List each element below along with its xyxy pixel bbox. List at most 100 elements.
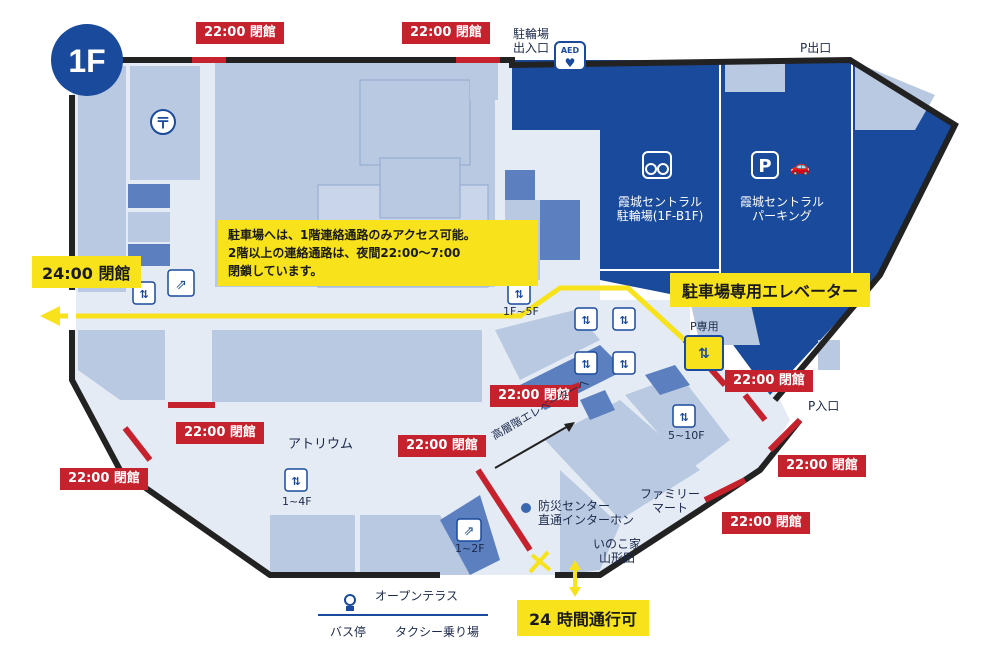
escalator-1-2f-label: 1~2F: [455, 542, 485, 555]
bicycle-icon: [642, 151, 672, 179]
parking-block: [690, 300, 760, 345]
shop-block: [128, 184, 170, 208]
shop-block: [78, 330, 165, 400]
post-office-icon: [150, 109, 176, 135]
shop-block: [470, 60, 498, 100]
svg-text:⇅: ⇅: [619, 314, 628, 327]
closing-door: [767, 417, 803, 453]
family-mart-line-2: マート: [651, 500, 688, 515]
shop-block: [212, 330, 482, 402]
shop-block: [545, 400, 700, 520]
elevator-5-10f-label: 5~10F: [668, 429, 705, 442]
closing-tag-elevator: 22:00 閉館: [725, 370, 813, 392]
building-outline: [120, 56, 959, 402]
parking-label: 霞城セントラル パーキング: [732, 195, 832, 224]
family-mart-label: ファミリー マート: [630, 487, 710, 516]
floor-badge: [51, 24, 123, 96]
svg-text:⇅: ⇅: [581, 314, 590, 327]
heart-icon: ♥: [565, 56, 576, 70]
notice-line-2: 2階以上の連絡通路は、夜間22:00〜7:00: [228, 246, 461, 260]
closing-tag-2400: 24:00 閉館: [32, 256, 141, 288]
escalator-glyph: ⇗: [175, 277, 187, 293]
disaster-center-dot: [521, 503, 531, 513]
open-24h-label: 24 時間通行可: [517, 600, 649, 636]
building-outline: [555, 418, 803, 578]
closing-tag-top-center: 22:00 閉館: [402, 22, 490, 44]
parking-elevator-icon: [684, 335, 724, 371]
open-passage-arrow: [569, 560, 581, 570]
closing-door: [475, 468, 533, 552]
bus-stop-label: バス停: [330, 625, 367, 639]
walkway-route: [60, 285, 692, 347]
notice-line-1: 駐車場へは、1階連絡通路のみアクセス可能。: [228, 228, 476, 242]
parking-icon: [751, 151, 779, 179]
disaster-center-label: 防災センター 直通インターホン: [538, 499, 635, 528]
bike-parking-line-1: 霞城セントラル: [617, 195, 702, 209]
aed-icon: [554, 41, 586, 71]
bicycle-wheel: [657, 163, 669, 175]
disaster-line-1: 防災センター: [538, 499, 611, 513]
bus-stop-icon: [344, 594, 356, 606]
parking-elevator-label: 駐車場専用エレベーター: [670, 273, 871, 307]
walkway-arrowhead: [40, 306, 60, 326]
closing-door: [742, 393, 768, 422]
parking-symbol: P: [758, 156, 771, 177]
open-passage-arrow: [530, 553, 552, 572]
closing-tag-mid: 22:00 閉館: [490, 385, 578, 407]
closing-tag-center: 22:00 閉館: [398, 435, 486, 457]
shop-block: [360, 515, 470, 575]
closing-door: [703, 477, 747, 503]
shop-block: [540, 200, 580, 260]
elevator-1-4f-label: 1~4F: [282, 495, 312, 508]
bike-entrance-line-2: 出入口: [513, 40, 550, 55]
shop-block: [359, 79, 471, 166]
closing-tag-p-entrance: 22:00 閉館: [778, 455, 866, 477]
closing-door: [122, 426, 153, 462]
svg-text:⇅: ⇅: [679, 411, 688, 424]
floor-badge-text: 1F: [68, 43, 105, 79]
svg-text:⇅: ⇅: [619, 358, 628, 371]
open-passage-arrow: [569, 587, 581, 597]
escalator-icon: [167, 269, 195, 297]
family-mart-line-1: ファミリー: [639, 487, 700, 501]
high-elevator-arrow: [564, 422, 575, 432]
closing-tag-atrium: 22:00 閉館: [176, 422, 264, 444]
car-icon: 🚗: [790, 157, 810, 176]
escalator-icon: [456, 518, 482, 542]
open-terrace-label: オープンテラス: [375, 589, 459, 603]
high-elevator-arrow: [494, 424, 571, 469]
shop-block: [128, 212, 170, 242]
bike-parking-label: 霞城セントラル 駐輪場(1F-B1F): [610, 195, 710, 224]
taxi-label: タクシー乗り場: [395, 625, 480, 639]
bicycle-wheel: [645, 163, 657, 175]
shop-block: [505, 170, 535, 200]
p-entrance-label: P入口: [808, 399, 840, 413]
elevator-icon: [132, 281, 696, 492]
notice-box: 駐車場へは、1階連絡通路のみアクセス可能。 2階以上の連絡通路は、夜間22:00…: [218, 220, 538, 286]
atrium-label: アトリウム: [288, 437, 354, 452]
parking-block: [818, 340, 840, 370]
parking-elevator-glyph: ⇅: [698, 346, 710, 362]
p-exit-label: P出口: [800, 41, 832, 55]
post-office-glyph: 〒: [155, 114, 170, 132]
aed-icon-text: AED: [561, 46, 580, 55]
escalator-glyph: ⇗: [464, 524, 475, 539]
shop-block: [495, 310, 600, 380]
disaster-line-2: 直通インターホン: [538, 512, 635, 527]
inoko-label: いのこ家 山形田: [582, 537, 652, 566]
shop-block: [379, 157, 461, 219]
closing-tag-left: 22:00 閉館: [60, 468, 148, 490]
bike-parking-line-2: 駐輪場(1F-B1F): [616, 208, 704, 223]
bus-stop-icon: [346, 606, 354, 611]
shop-block: [580, 390, 615, 420]
parking-line-2: パーキング: [752, 208, 812, 223]
notice-line-3: 閉鎖しています。: [228, 264, 323, 278]
svg-text:⇅: ⇅: [139, 288, 148, 301]
bike-entrance-label: 駐輪場 出入口: [513, 27, 550, 56]
shop-block: [270, 515, 355, 575]
inoko-line-1: いのこ家: [592, 537, 641, 551]
parking-line-1: 霞城セントラル: [739, 195, 824, 209]
parking-area: [512, 60, 955, 395]
svg-text:⇅: ⇅: [581, 358, 590, 371]
